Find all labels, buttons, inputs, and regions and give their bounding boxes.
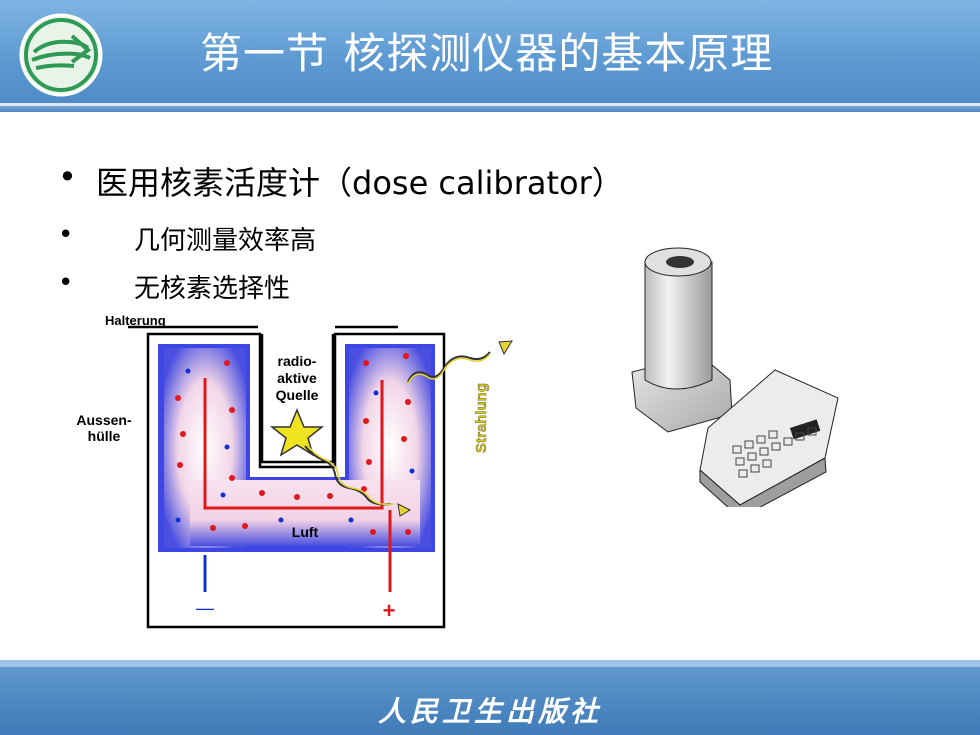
bullet-text: 医用核素活度计（dose calibrator）: [96, 164, 624, 202]
dose-calibrator-photo: [631, 247, 839, 507]
radiation-path: [304, 445, 392, 506]
label-aussen-1: Aussen-: [76, 412, 132, 428]
ionization-chamber-diagram: Halterung radio- aktive Quelle Aussen- h…: [76, 313, 513, 629]
page-title: 第一节 核探测仪器的基本原理: [200, 29, 774, 78]
label-luft: Luft: [292, 524, 319, 540]
bullet-text: 几何测量效率高: [134, 226, 317, 256]
label-source-2: aktive: [277, 370, 317, 386]
bullet-text: 无核素选择性: [134, 274, 291, 304]
label-source-3: Quelle: [276, 387, 319, 403]
arrow-head-icon: [498, 340, 513, 356]
publisher-logo-icon: [18, 12, 104, 98]
footer-divider: [0, 660, 980, 667]
well-chamber: [631, 247, 733, 433]
header-divider: [0, 103, 980, 106]
bullet-dot: •: [58, 158, 77, 196]
bullet-dot: •: [58, 268, 74, 298]
label-aussen-2: hülle: [88, 428, 121, 444]
arrow-head-icon: [397, 503, 412, 517]
header-bar: [0, 0, 980, 103]
bullet-dot: •: [58, 220, 74, 250]
footer-bar: [0, 667, 980, 735]
ion-particles: [175, 353, 415, 535]
label-source-1: radio-: [278, 353, 317, 369]
radiation-path: [407, 351, 491, 383]
header-underline: [0, 106, 980, 112]
label-halterung: Halterung: [105, 313, 166, 328]
label-strahlung: Strahlung: [473, 383, 490, 453]
radioactive-source-icon: [269, 408, 325, 457]
readout-unit: [699, 369, 839, 507]
publisher-name: 人民卫生出版社: [377, 695, 602, 728]
electrode-anode: [203, 378, 384, 510]
label-minus: —: [196, 598, 214, 618]
label-plus: +: [383, 598, 396, 623]
